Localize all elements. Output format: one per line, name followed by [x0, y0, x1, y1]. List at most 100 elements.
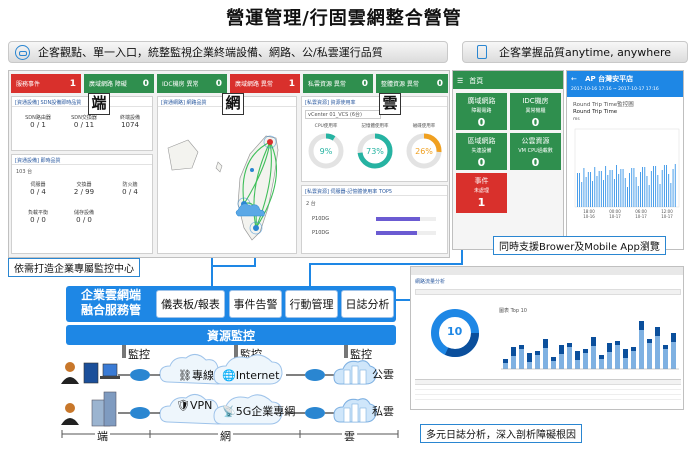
rtt-tick-label: 06:00: [635, 209, 647, 214]
host-bar-fill: [376, 231, 417, 235]
service-name-line1: 企業雲網端: [80, 288, 141, 302]
table-row[interactable]: [415, 395, 681, 400]
log-bar: [567, 343, 572, 347]
axis-label-end: 端: [95, 428, 110, 444]
network-cloud: [213, 394, 283, 425]
phone-icon: [477, 45, 487, 59]
tile-sub: 未處理: [473, 188, 489, 194]
module-logs[interactable]: 日誌分析: [341, 290, 394, 318]
donut-value: 10: [447, 325, 463, 338]
back-arrow-icon[interactable]: ←: [571, 75, 577, 83]
rtt-chart-unit: ms: [573, 117, 580, 122]
rtt-bar: [620, 169, 622, 207]
log-bar: [655, 327, 660, 336]
kpi-value: 1: [69, 78, 76, 89]
log-bar: [599, 355, 604, 359]
router-icon: [130, 369, 150, 381]
rtt-bar: [629, 173, 630, 207]
log-bar: [583, 353, 588, 369]
link-label: 📡5G企業專網: [222, 405, 296, 418]
menu-icon[interactable]: ☰: [457, 77, 464, 85]
module-mobile[interactable]: 行動管理: [285, 290, 338, 318]
log-bar: [639, 330, 644, 369]
hosts-count: 2 台: [306, 201, 316, 207]
private-cloud-label: 私雲: [372, 405, 394, 418]
cell-value: 0 / 0: [30, 216, 46, 224]
log-bar: [671, 333, 676, 342]
callout-browser: 同時支援Brower及Mobile App瀏覽: [493, 236, 666, 255]
tile-sub: 失連設備: [471, 148, 492, 154]
rtt-tick-label: 10-17: [635, 214, 647, 219]
rtt-bar: [650, 171, 652, 207]
rtt-bar: [661, 170, 663, 207]
log-bar: [631, 347, 636, 351]
rtt-bar: [633, 168, 635, 207]
log-bar: [551, 357, 556, 361]
log-bar: [631, 351, 636, 369]
page-title: 營運管理/行固雲網整合營管: [226, 8, 462, 29]
gauge-arc: [308, 133, 344, 169]
network-cloud: [213, 354, 283, 385]
rtt-bar: [587, 172, 589, 207]
tile-value: 0: [531, 116, 540, 129]
log-bar: [599, 359, 604, 369]
log-donut: [431, 309, 479, 357]
link-label: 🌐Internet: [222, 369, 280, 382]
rtt-bar: [655, 166, 657, 207]
table-row[interactable]: [415, 390, 681, 395]
table-row[interactable]: [415, 385, 681, 390]
rtt-bar: [618, 174, 620, 207]
log-filter-bar[interactable]: [415, 289, 681, 295]
kpi-label: 整體資源 異常: [381, 81, 419, 88]
gauge-arc: [406, 133, 442, 169]
module-dashboard[interactable]: 儀表板/報表: [156, 290, 225, 318]
log-bar: [623, 349, 628, 358]
log-bar: [583, 349, 588, 353]
rtt-bar: [648, 185, 650, 207]
rtt-bar: [598, 171, 600, 207]
rtt-bar: [646, 176, 648, 207]
cell-value: 0 / 11: [73, 121, 95, 129]
log-bar: [551, 361, 556, 369]
host-bar-track: [376, 217, 436, 221]
rtt-bar: [637, 186, 639, 207]
5g-label: 5G企業專網: [235, 405, 296, 418]
log-bar: [559, 345, 564, 354]
router-icon: [305, 369, 325, 381]
terminals-count: 103 台: [16, 169, 33, 175]
router-icon: [130, 407, 150, 419]
tag-net: 網: [222, 93, 244, 115]
rtt-tick-label: 00:00: [609, 209, 621, 214]
host-row[interactable]: P10DG: [306, 216, 444, 224]
log-bar: [535, 351, 540, 355]
router-icon: [305, 407, 325, 419]
rtt-bar: [607, 175, 609, 207]
user-icon: [61, 403, 79, 425]
host-row[interactable]: P10DG: [306, 230, 444, 238]
module-alerts[interactable]: 事件告警: [229, 290, 282, 318]
log-chart-caption: 圖表 Top 10: [499, 308, 527, 314]
log-bar: [559, 354, 564, 369]
log-table-header: [415, 380, 681, 385]
kpi-label: IDC機房 異常: [162, 81, 199, 88]
